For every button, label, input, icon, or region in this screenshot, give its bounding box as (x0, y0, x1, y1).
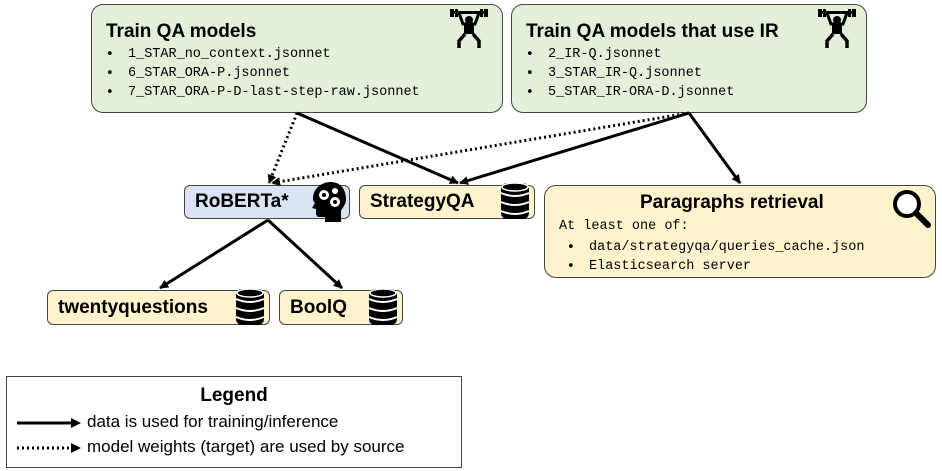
train-qa-ir-box: Train QA models that use IR 2_IR-Q.jsonn… (511, 4, 867, 113)
train-qa-title: Train QA models (106, 21, 257, 42)
list-item: data/strategyqa/queries_cache.json (559, 238, 864, 257)
train-qa-models-box: Train QA models 1_STAR_no_context.jsonne… (91, 4, 503, 113)
database-icon (500, 181, 530, 226)
boolq-label: BoolQ (290, 297, 347, 318)
arrow-trainqa-to-strategyqa (296, 111, 459, 185)
train-qa-file-list: 1_STAR_no_context.jsonnet 6_STAR_ORA-P.j… (98, 45, 420, 102)
file-item: 2_IR-Q.jsonnet (518, 45, 734, 64)
arrow-ir-to-retrieval (687, 112, 742, 184)
train-qa-ir-file-list: 2_IR-Q.jsonnet 3_STAR_IR-Q.jsonnet 5_STA… (518, 45, 734, 102)
strategyqa-box: StrategyQA (359, 182, 535, 219)
arrow-roberta-to-boolq (266, 218, 344, 290)
boolq-box: BoolQ (279, 288, 403, 325)
twentyquestions-box: twentyquestions (47, 288, 270, 325)
database-icon (368, 287, 398, 332)
list-item: Elasticsearch server (559, 257, 864, 276)
twentyquestions-label: twentyquestions (58, 297, 208, 318)
paragraphs-retrieval-box: Paragraphs retrieval At least one of: da… (544, 185, 936, 278)
train-qa-ir-title: Train QA models that use IR (526, 21, 779, 42)
roberta-label: RoBERTa* (195, 191, 289, 212)
legend-title: Legend (200, 385, 268, 406)
solid-arrow-icon (17, 418, 81, 428)
weightlifter-icon (818, 9, 856, 54)
arrow-ir-to-strategyqa (459, 111, 690, 185)
legend-solid-text: data is used for training/inference (87, 412, 339, 431)
roberta-box: RoBERTa* (184, 182, 350, 222)
retrieval-title: Paragraphs retrieval (640, 192, 824, 213)
file-item: 7_STAR_ORA-P-D-last-step-raw.jsonnet (98, 83, 420, 102)
retrieval-intro: At least one of: (559, 219, 689, 234)
brain-gears-icon (309, 181, 347, 228)
arrow-roberta-to-twentyquestions (159, 218, 269, 290)
weightlifter-icon (450, 9, 488, 54)
arrow-trainqa-to-roberta-dotted (267, 112, 299, 184)
file-item: 5_STAR_IR-ORA-D.jsonnet (518, 83, 734, 102)
file-item: 3_STAR_IR-Q.jsonnet (518, 64, 734, 83)
retrieval-list: data/strategyqa/queries_cache.json Elast… (559, 238, 864, 276)
dotted-arrow-icon (17, 443, 81, 453)
magnifier-icon (891, 188, 931, 233)
legend-dotted-text: model weights (target) are used by sourc… (87, 437, 405, 456)
file-item: 6_STAR_ORA-P.jsonnet (98, 64, 420, 83)
file-item: 1_STAR_no_context.jsonnet (98, 45, 420, 64)
arrow-ir-to-roberta-dotted (271, 111, 690, 187)
legend: Legend data is used for training/inferen… (6, 376, 462, 468)
database-icon (235, 287, 265, 332)
strategyqa-label: StrategyQA (370, 191, 475, 212)
